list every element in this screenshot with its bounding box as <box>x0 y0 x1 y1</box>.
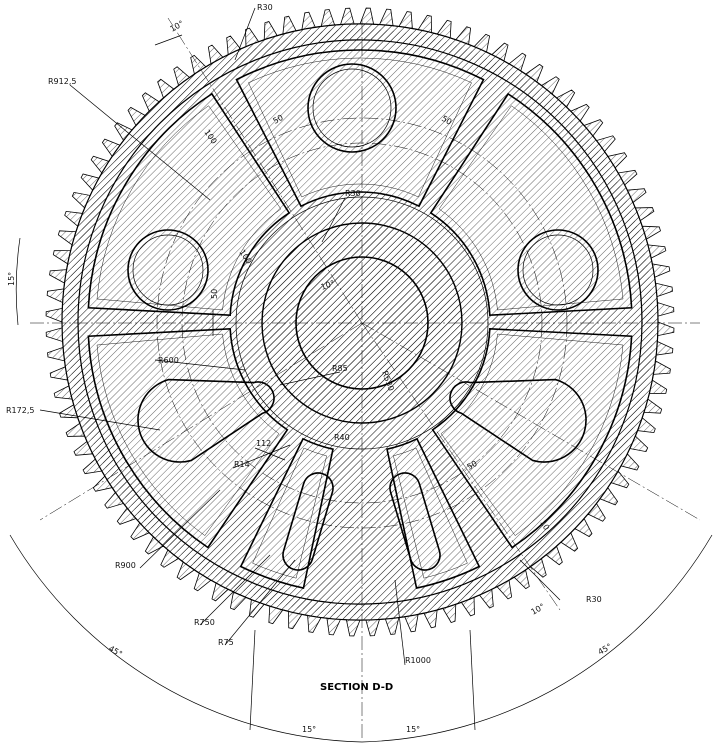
center-lines <box>30 17 701 740</box>
lightening-hole <box>307 63 397 153</box>
spoke-window <box>87 92 291 317</box>
spoke-window-inner <box>393 447 468 579</box>
dim-r172: R172,5 <box>6 406 34 415</box>
lightening-hole <box>312 68 392 148</box>
dim-r750: R750 <box>194 618 215 627</box>
dim-r1000: R1000 <box>405 656 431 665</box>
tear-drop-slot <box>137 378 275 463</box>
lightening-hole <box>522 234 594 306</box>
oblong-slot <box>389 472 441 571</box>
oblong-slot <box>282 472 334 571</box>
dim-r75: R75 <box>218 638 234 647</box>
lightening-hole <box>127 229 209 311</box>
lightening-hole <box>132 234 204 306</box>
spoke-window-inner <box>248 57 472 198</box>
spoke-window-inner <box>252 447 327 579</box>
dim-10: 10 <box>538 519 551 532</box>
dimension-labels: R30 10° R912,5 100 50 50 R30 100 15° 50 … <box>6 3 613 734</box>
section-title: SECTION D-D <box>320 682 393 693</box>
dim-r900: R900 <box>115 561 136 570</box>
dim-ang10-top: 10° <box>169 19 186 34</box>
dim-ang45-left: 45° <box>107 644 124 659</box>
dim-r85: R85 <box>332 364 348 373</box>
tear-drop-slot <box>449 378 587 463</box>
spoke-window-inner <box>96 333 280 536</box>
dim-50-a: 50 <box>272 113 285 126</box>
spoke-window <box>235 49 485 208</box>
spoke-window-inner <box>96 105 282 311</box>
dim-r30-right: R30 <box>586 595 602 604</box>
dim-ang15-left: 15° <box>7 272 16 286</box>
dim-ang10-right: 10° <box>530 602 547 617</box>
window-outlines <box>87 49 633 590</box>
spoke-window <box>386 437 481 590</box>
dim-r600: R600 <box>158 356 179 365</box>
dim-50-c: 50 <box>210 289 219 299</box>
dim-ang45-right: 45° <box>597 642 614 657</box>
spoke-window <box>87 327 289 549</box>
dim-ang15-bl: 15° <box>302 725 316 734</box>
dimension-lines <box>9 7 713 743</box>
dim-50-d: 50 <box>466 459 479 472</box>
dim-112: 112 <box>256 439 271 448</box>
spoke-window-inner <box>440 333 624 536</box>
dim-r912: R912,5 <box>48 77 76 86</box>
dim-r30-mid: R30 <box>345 189 361 198</box>
dim-r30-top: R30 <box>257 3 273 12</box>
dim-r40: R40 <box>334 433 350 442</box>
dim-50-b: 50 <box>440 114 453 127</box>
spoke-window <box>431 327 633 549</box>
spoke-window <box>429 92 633 317</box>
dim-r14: R14 <box>234 460 250 469</box>
spoke-window <box>239 437 334 590</box>
lightening-hole <box>517 229 599 311</box>
spoke-window-inner <box>438 105 624 311</box>
holes <box>127 63 599 571</box>
dim-ang15-br: 15° <box>406 725 420 734</box>
